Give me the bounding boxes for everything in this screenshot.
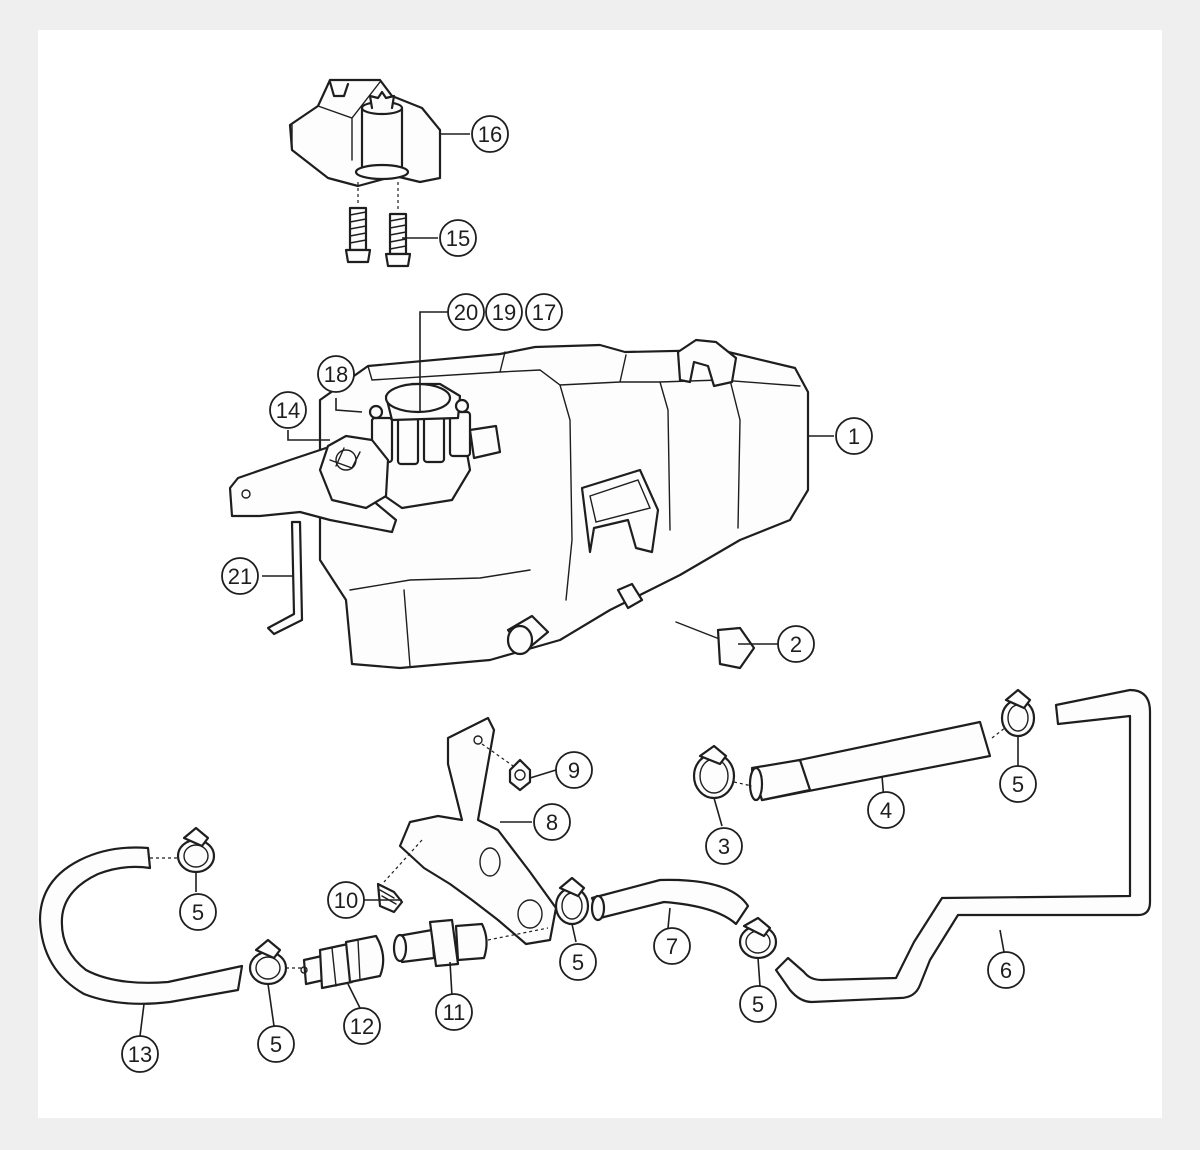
mounting-bracket (288, 78, 442, 188)
callout-8: 8 (533, 803, 571, 841)
hose-clamp-3 (692, 744, 736, 800)
svg-text:8: 8 (546, 810, 558, 835)
callout-5-top-right: 5 (999, 765, 1037, 803)
svg-text:13: 13 (128, 1042, 152, 1067)
callout-4: 4 (867, 791, 905, 829)
callout-5-left-top: 5 (179, 893, 217, 931)
hose-clamp-5-left-bottom (248, 938, 288, 986)
callout-18: 18 (317, 355, 355, 393)
callout-20: 20 (447, 293, 485, 331)
callout-14: 14 (269, 391, 307, 429)
hose-clamp-5-top-right (1000, 688, 1036, 738)
svg-text:1: 1 (848, 424, 860, 449)
svg-text:10: 10 (334, 888, 358, 913)
svg-text:11: 11 (443, 1000, 466, 1025)
svg-text:5: 5 (1012, 772, 1024, 797)
connector-fitting (300, 934, 385, 990)
svg-text:6: 6 (1000, 958, 1012, 983)
svg-text:3: 3 (718, 834, 730, 859)
svg-text:4: 4 (880, 798, 892, 823)
svg-text:20: 20 (454, 300, 478, 325)
svg-text:9: 9 (568, 758, 580, 783)
callout-16: 16 (471, 115, 509, 153)
svg-text:2: 2 (790, 632, 802, 657)
straight-hose (748, 720, 992, 802)
hose-clamp-5-center (554, 876, 590, 926)
svg-text:15: 15 (446, 226, 470, 251)
nut (508, 758, 532, 792)
callout-21: 21 (221, 557, 259, 595)
svg-text:17: 17 (532, 300, 556, 325)
u-hose (38, 846, 244, 1005)
callout-5-left-bottom: 5 (257, 1025, 295, 1063)
screws (344, 206, 412, 268)
short-hose (590, 878, 750, 926)
svg-text:5: 5 (270, 1032, 282, 1057)
bracket-plate (398, 716, 558, 946)
svg-text:5: 5 (572, 950, 584, 975)
svg-text:19: 19 (492, 300, 516, 325)
callout-11: 11 (435, 993, 473, 1031)
callout-10: 10 (327, 881, 365, 919)
callout-13: 13 (121, 1035, 159, 1073)
svg-text:16: 16 (478, 122, 502, 147)
drain-tube (266, 520, 304, 636)
pump-assembly (318, 382, 502, 510)
callout-7: 7 (653, 927, 691, 965)
long-bent-hose (774, 688, 1152, 1004)
svg-text:14: 14 (276, 398, 300, 423)
hose-clamp-5-left-top (176, 826, 216, 874)
callout-3: 3 (705, 827, 743, 865)
callout-2: 2 (777, 625, 815, 663)
callout-15: 15 (439, 219, 477, 257)
level-sensor (675, 621, 756, 670)
temperature-switch (392, 918, 488, 968)
bolt (376, 882, 404, 914)
callout-1: 1 (835, 417, 873, 455)
svg-text:5: 5 (192, 900, 204, 925)
callout-12: 12 (343, 1007, 381, 1045)
callout-9: 9 (555, 751, 593, 789)
svg-text:12: 12 (350, 1014, 374, 1039)
callout-5-center: 5 (559, 943, 597, 981)
callout-5-right: 5 (739, 985, 777, 1023)
svg-text:21: 21 (228, 564, 252, 589)
svg-text:18: 18 (324, 362, 348, 387)
hose-clamp-5-right (738, 916, 778, 960)
callout-17: 17 (525, 293, 563, 331)
callout-19: 19 (485, 293, 523, 331)
callout-6: 6 (987, 951, 1025, 989)
svg-text:7: 7 (666, 934, 678, 959)
svg-text:5: 5 (752, 992, 764, 1017)
